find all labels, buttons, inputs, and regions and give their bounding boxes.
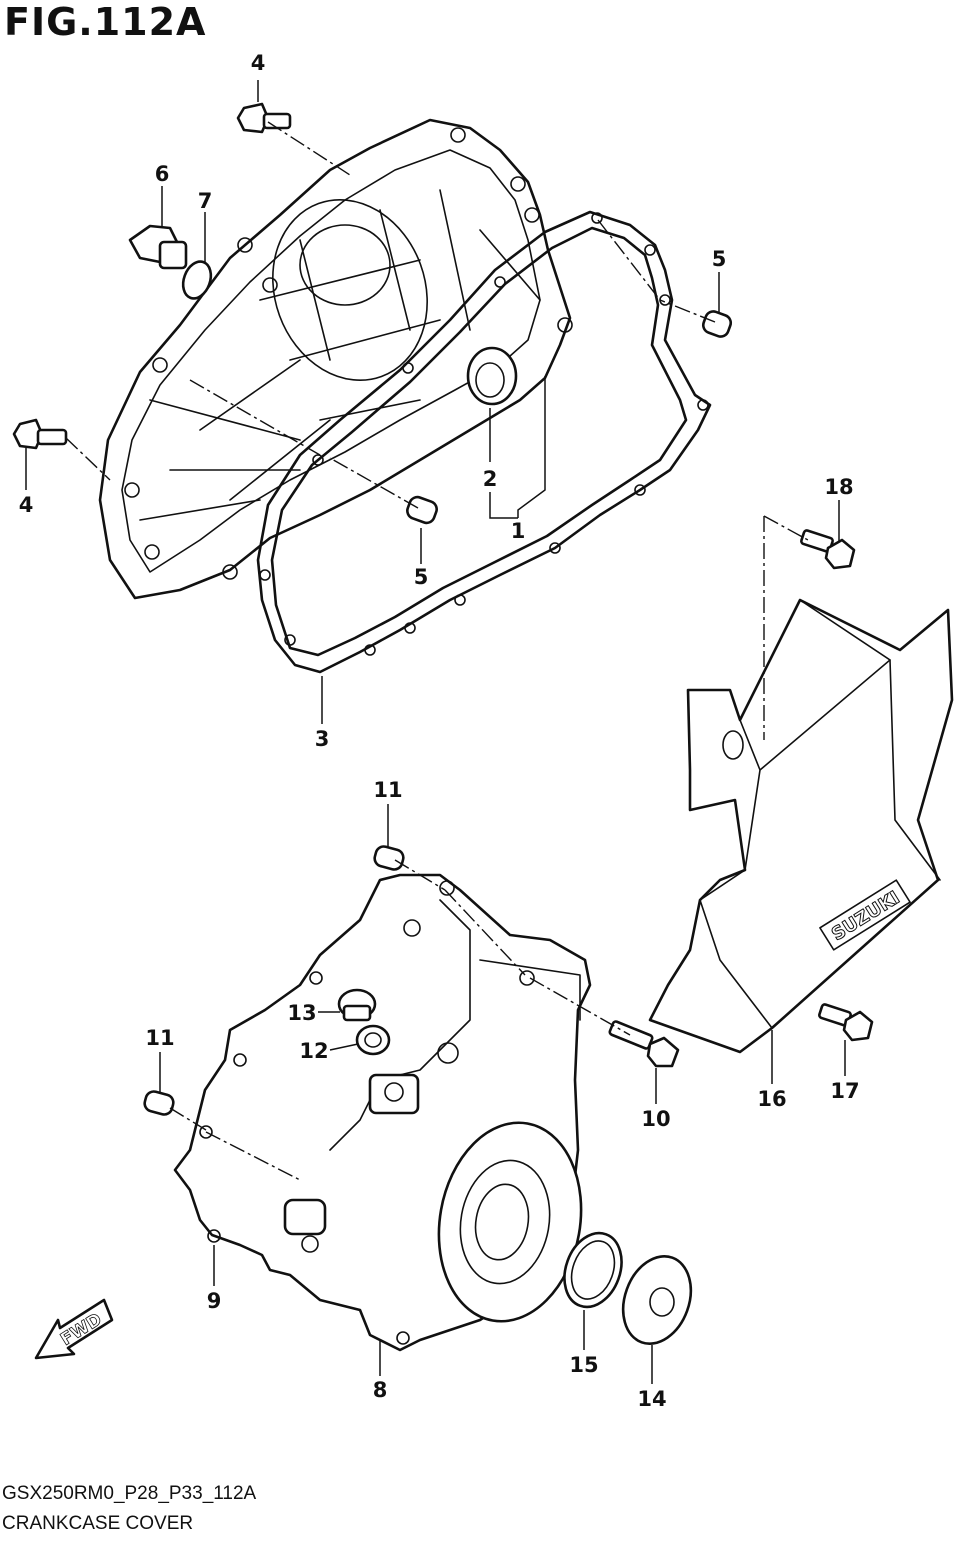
diagram-code: GSX250RM0_P28_P33_112A <box>2 1483 257 1504</box>
sprocket-cover: SUZUKI <box>648 598 954 1054</box>
plug-cap-13 <box>337 988 377 1022</box>
dowel-pin-11-upper <box>373 845 405 871</box>
plug-14 <box>621 1255 693 1345</box>
o-ring-7 <box>181 260 213 300</box>
bolt-4-lower <box>12 418 68 450</box>
bolt-10 <box>608 1020 680 1068</box>
clutch-cover <box>98 118 573 600</box>
callout-16: 16 <box>757 1087 786 1111</box>
callout-5-center: 5 <box>414 565 429 589</box>
callout-8: 8 <box>373 1378 388 1402</box>
callout-12: 12 <box>299 1039 328 1063</box>
callout-10: 10 <box>641 1107 670 1131</box>
o-ring-15 <box>563 1231 623 1309</box>
washer-12 <box>355 1024 391 1056</box>
callout-18: 18 <box>824 475 853 499</box>
figure-title: FIG.112A <box>4 0 207 44</box>
bolt-18 <box>800 529 856 570</box>
gasket <box>256 210 712 674</box>
oil-filler-cap <box>128 224 188 270</box>
callout-4-lower: 4 <box>19 493 34 517</box>
dowel-pin-5-center <box>406 495 438 525</box>
callout-3: 3 <box>315 727 330 751</box>
magneto-cover <box>173 873 592 1352</box>
callout-17: 17 <box>830 1079 859 1103</box>
callout-14: 14 <box>637 1387 666 1411</box>
dowel-pin-5-right <box>701 310 733 338</box>
bolt-17 <box>818 1003 874 1042</box>
callout-5-right: 5 <box>712 247 727 271</box>
callout-9: 9 <box>207 1289 222 1313</box>
callout-11-lower: 11 <box>145 1026 174 1050</box>
callout-7: 7 <box>198 189 213 213</box>
dowel-pin-11-lower <box>143 1090 175 1116</box>
callout-6: 6 <box>155 162 170 186</box>
diagram-name: CRANKCASE COVER <box>2 1513 194 1534</box>
callout-13: 13 <box>287 1001 316 1025</box>
callout-15: 15 <box>569 1353 598 1377</box>
callout-2: 2 <box>483 467 498 491</box>
callout-4-upper: 4 <box>251 51 266 75</box>
fwd-arrow-icon: FWD <box>34 1298 114 1360</box>
callout-11-upper: 11 <box>373 778 402 802</box>
callout-1: 1 <box>511 519 526 543</box>
bolt-4-upper <box>236 102 292 134</box>
